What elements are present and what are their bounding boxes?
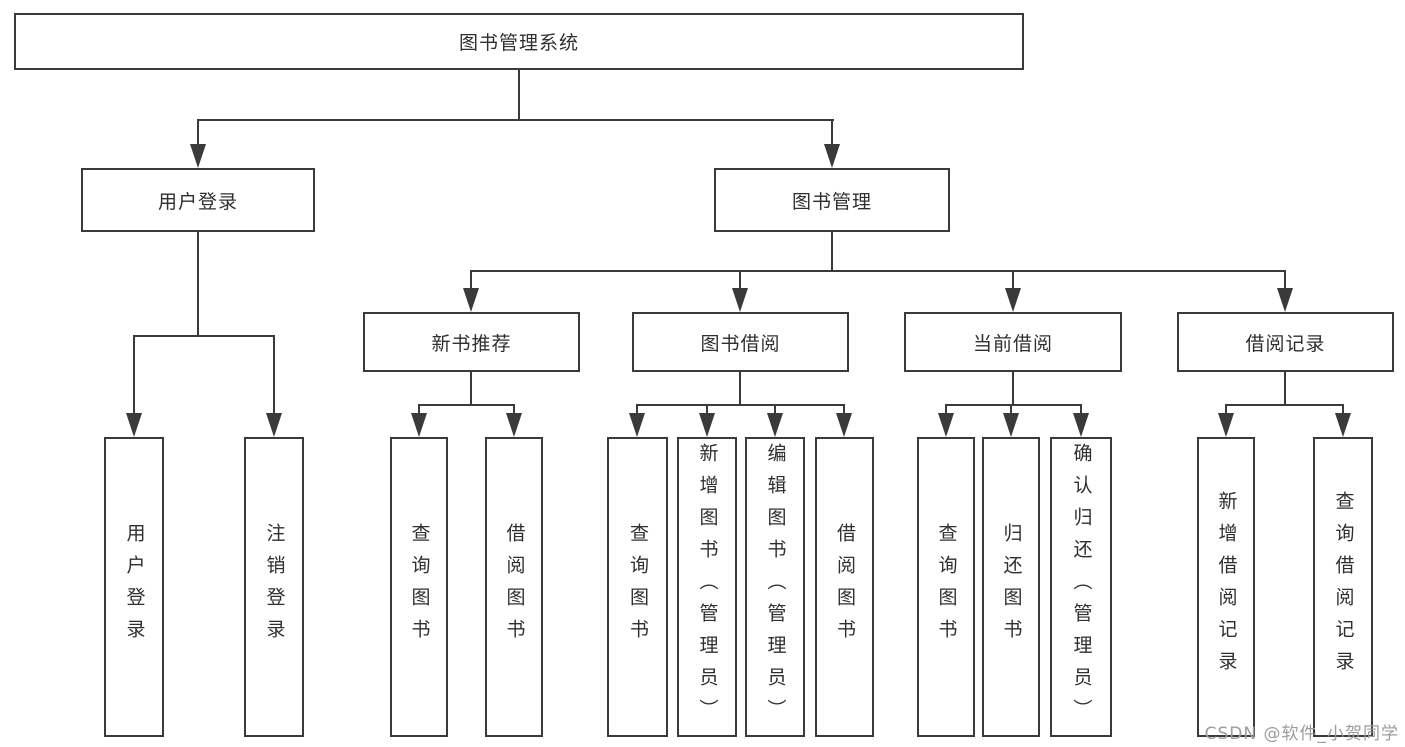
arrow-down-icon [629, 413, 645, 437]
leaf-record-query-label: 查询借阅记录 [1332, 491, 1355, 683]
arrow-down-icon [1277, 288, 1293, 312]
arrow-down-icon [126, 413, 142, 437]
leaf-newbook-query-label: 查询图书 [408, 523, 431, 651]
connector-login-child1 [133, 335, 135, 415]
node-user-login-label: 用户登录 [157, 190, 238, 213]
arrow-down-icon [506, 413, 522, 437]
leaf-newbook-borrow-label: 借阅图书 [503, 523, 526, 651]
connector-login-stem [197, 232, 199, 336]
leaf-current-query-label: 查询图书 [935, 523, 958, 651]
leaf-newbook-borrow: 借阅图书 [485, 437, 543, 737]
arrow-down-icon [732, 288, 748, 312]
connector-borrow-stem [739, 372, 741, 405]
leaf-record-add: 新增借阅记录 [1197, 437, 1255, 737]
leaf-borrow-query-label: 查询图书 [627, 523, 649, 651]
node-current-borrow-label: 当前借阅 [972, 332, 1053, 355]
connector-current-stem [1012, 372, 1014, 405]
leaf-current-confirm-admin: 确认归还（管理员） [1050, 437, 1112, 737]
connector-records-split [1225, 404, 1344, 406]
connector-current-child3 [1080, 404, 1082, 415]
connector-newbook-split [418, 404, 515, 406]
connector-newbook-child2 [513, 404, 515, 415]
leaf-borrow-add-admin: 新增图书（管理员） [677, 437, 737, 737]
node-new-book-label: 新书推荐 [431, 332, 512, 355]
connector-mgmt-split [470, 270, 1286, 272]
leaf-current-return-label: 归还图书 [1000, 523, 1023, 651]
connector-current-split [945, 404, 1082, 406]
leaf-user-login-label: 用户登录 [123, 523, 146, 651]
arrow-down-icon [1218, 413, 1234, 437]
arrow-down-icon [1003, 413, 1019, 437]
connector-current-child1 [945, 404, 947, 415]
connector-mgmt-to-current [1012, 270, 1014, 290]
arrow-down-icon [699, 413, 715, 437]
leaf-logout: 注销登录 [244, 437, 304, 737]
leaf-current-confirm-admin-label: 确认归还（管理员） [1070, 443, 1093, 731]
arrow-down-icon [411, 413, 427, 437]
leaf-borrow-book-label: 借阅图书 [834, 523, 856, 651]
leaf-borrow-book: 借阅图书 [815, 437, 874, 737]
arrow-down-icon [836, 413, 852, 437]
connector-borrow-child2 [706, 404, 708, 415]
arrow-down-icon [767, 413, 783, 437]
leaf-logout-label: 注销登录 [263, 523, 286, 651]
connector-borrow-child1 [636, 404, 638, 415]
arrow-down-icon [463, 288, 479, 312]
leaf-record-add-label: 新增借阅记录 [1215, 491, 1238, 683]
leaf-borrow-edit-admin: 编辑图书（管理员） [745, 437, 805, 737]
connector-root-to-login [197, 119, 199, 147]
arrow-down-icon [1073, 413, 1089, 437]
leaf-borrow-edit-admin-label: 编辑图书（管理员） [764, 443, 787, 731]
leaf-record-query: 查询借阅记录 [1313, 437, 1373, 737]
leaf-newbook-query: 查询图书 [390, 437, 448, 737]
connector-records-child1 [1225, 404, 1227, 415]
csdn-watermark: CSDN @软件_小贺同学 [1204, 724, 1399, 744]
node-book-borrow-label: 图书借阅 [700, 332, 781, 355]
node-user-login: 用户登录 [81, 168, 315, 232]
node-current-borrow: 当前借阅 [904, 312, 1122, 372]
connector-borrow-child3 [774, 404, 776, 415]
node-new-book: 新书推荐 [363, 312, 580, 372]
arrow-down-icon [824, 144, 840, 168]
connector-mgmt-to-records [1284, 270, 1286, 290]
connector-root-to-mgmt [831, 119, 833, 147]
leaf-current-return: 归还图书 [982, 437, 1040, 737]
leaf-current-query: 查询图书 [917, 437, 975, 737]
arrow-down-icon [190, 144, 206, 168]
connector-root-split [197, 119, 834, 121]
connector-mgmt-to-borrow [739, 270, 741, 290]
connector-root-stem [518, 70, 520, 120]
arrow-down-icon [1335, 413, 1351, 437]
connector-login-child2 [273, 335, 275, 415]
node-borrow-records-label: 借阅记录 [1245, 332, 1326, 355]
connector-mgmt-stem [831, 232, 833, 272]
node-root-label: 图书管理系统 [458, 32, 579, 54]
node-book-mgmt-label: 图书管理 [791, 190, 872, 213]
node-book-mgmt: 图书管理 [714, 168, 950, 232]
connector-records-stem [1284, 372, 1286, 405]
arrow-down-icon [938, 413, 954, 437]
connector-newbook-stem [470, 372, 472, 405]
connector-borrow-child4 [843, 404, 845, 415]
connector-newbook-child1 [418, 404, 420, 415]
connector-records-child2 [1342, 404, 1344, 415]
leaf-borrow-query: 查询图书 [607, 437, 668, 737]
arrow-down-icon [266, 413, 282, 437]
arrow-down-icon [1005, 288, 1021, 312]
connector-borrow-split [636, 404, 845, 406]
node-root-system: 图书管理系统 [14, 13, 1024, 70]
node-book-borrow: 图书借阅 [632, 312, 849, 372]
leaf-borrow-add-admin-label: 新增图书（管理员） [696, 443, 719, 731]
connector-mgmt-to-newbook [470, 270, 472, 290]
connector-login-split [133, 335, 275, 337]
connector-current-child2 [1010, 404, 1012, 415]
node-borrow-records: 借阅记录 [1177, 312, 1394, 372]
leaf-user-login: 用户登录 [104, 437, 164, 737]
